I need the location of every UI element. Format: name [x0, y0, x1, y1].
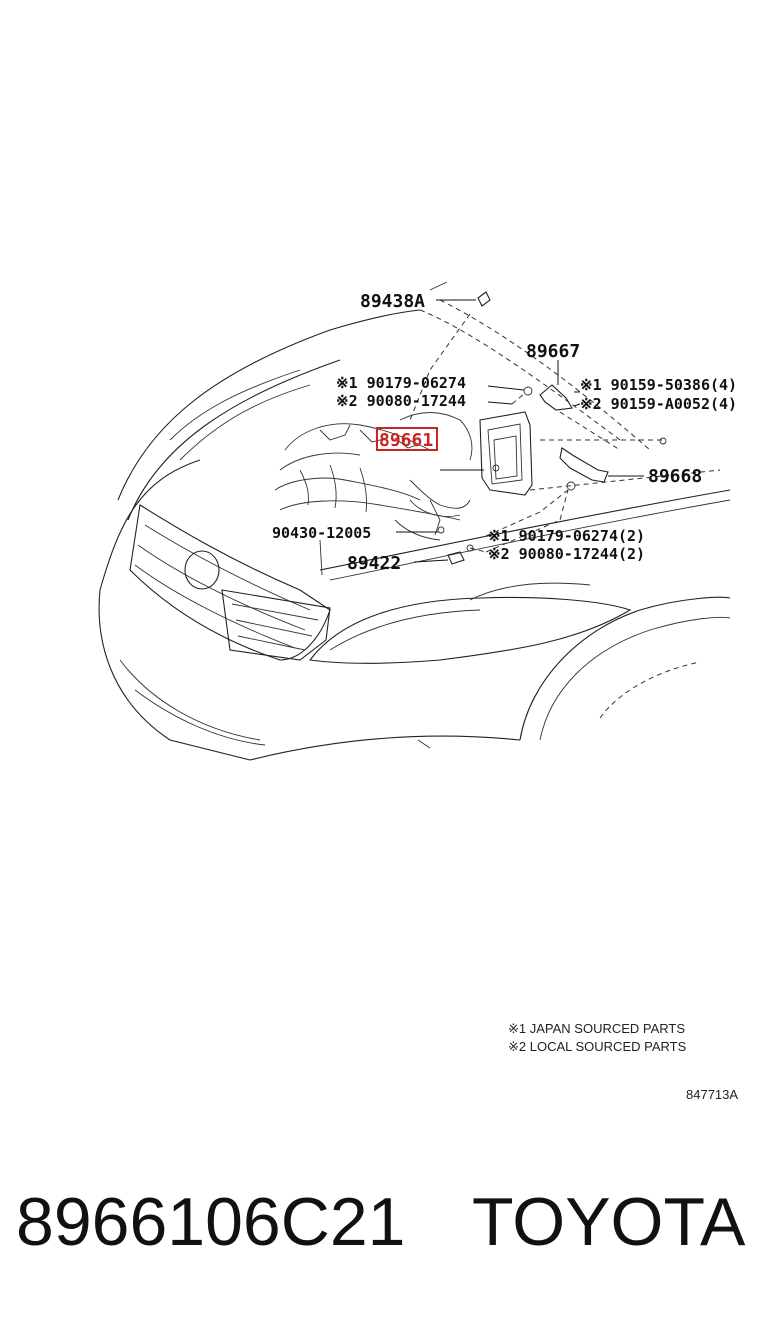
- note2-top-left: ※2 90080-17244: [336, 392, 466, 410]
- leader-lines: [396, 299, 721, 563]
- note1-bottom: ※1 90179-06274(2): [488, 527, 645, 545]
- brand-name: TOYOTA: [472, 1184, 746, 1260]
- clip-89438A: [477, 291, 491, 307]
- callout-89668: 89668: [648, 466, 702, 487]
- note2-bottom: ※2 90080-17244(2): [488, 545, 645, 563]
- engine-sketch: [274, 412, 473, 576]
- legend-note-local: ※2 LOCAL SOURCED PARTS: [508, 1039, 687, 1054]
- bracket-89667: [523, 384, 573, 411]
- callout-90430: 90430-12005: [272, 524, 371, 542]
- note2-top-right: ※2 90159-A0052(4): [580, 395, 737, 413]
- part-number: 8966106C21: [16, 1184, 406, 1260]
- callout-89438A: 89438A: [360, 291, 425, 312]
- note1-top-left: ※1 90179-06274: [336, 374, 466, 392]
- diagram-id: 847713A: [686, 1087, 738, 1102]
- footer: 8966106C21 TOYOTA: [0, 1188, 760, 1288]
- sensor-89422: [437, 526, 474, 565]
- callout-89661: 89661: [379, 430, 433, 451]
- legend-note-japan: ※1 JAPAN SOURCED PARTS: [508, 1021, 685, 1036]
- ecu-unit: [479, 411, 533, 496]
- car-outline: [98, 281, 731, 761]
- callout-89667: 89667: [526, 341, 580, 362]
- callout-89422: 89422: [347, 553, 401, 574]
- note1-top-right: ※1 90159-50386(4): [580, 376, 737, 394]
- highlight-box-89661: [376, 427, 438, 451]
